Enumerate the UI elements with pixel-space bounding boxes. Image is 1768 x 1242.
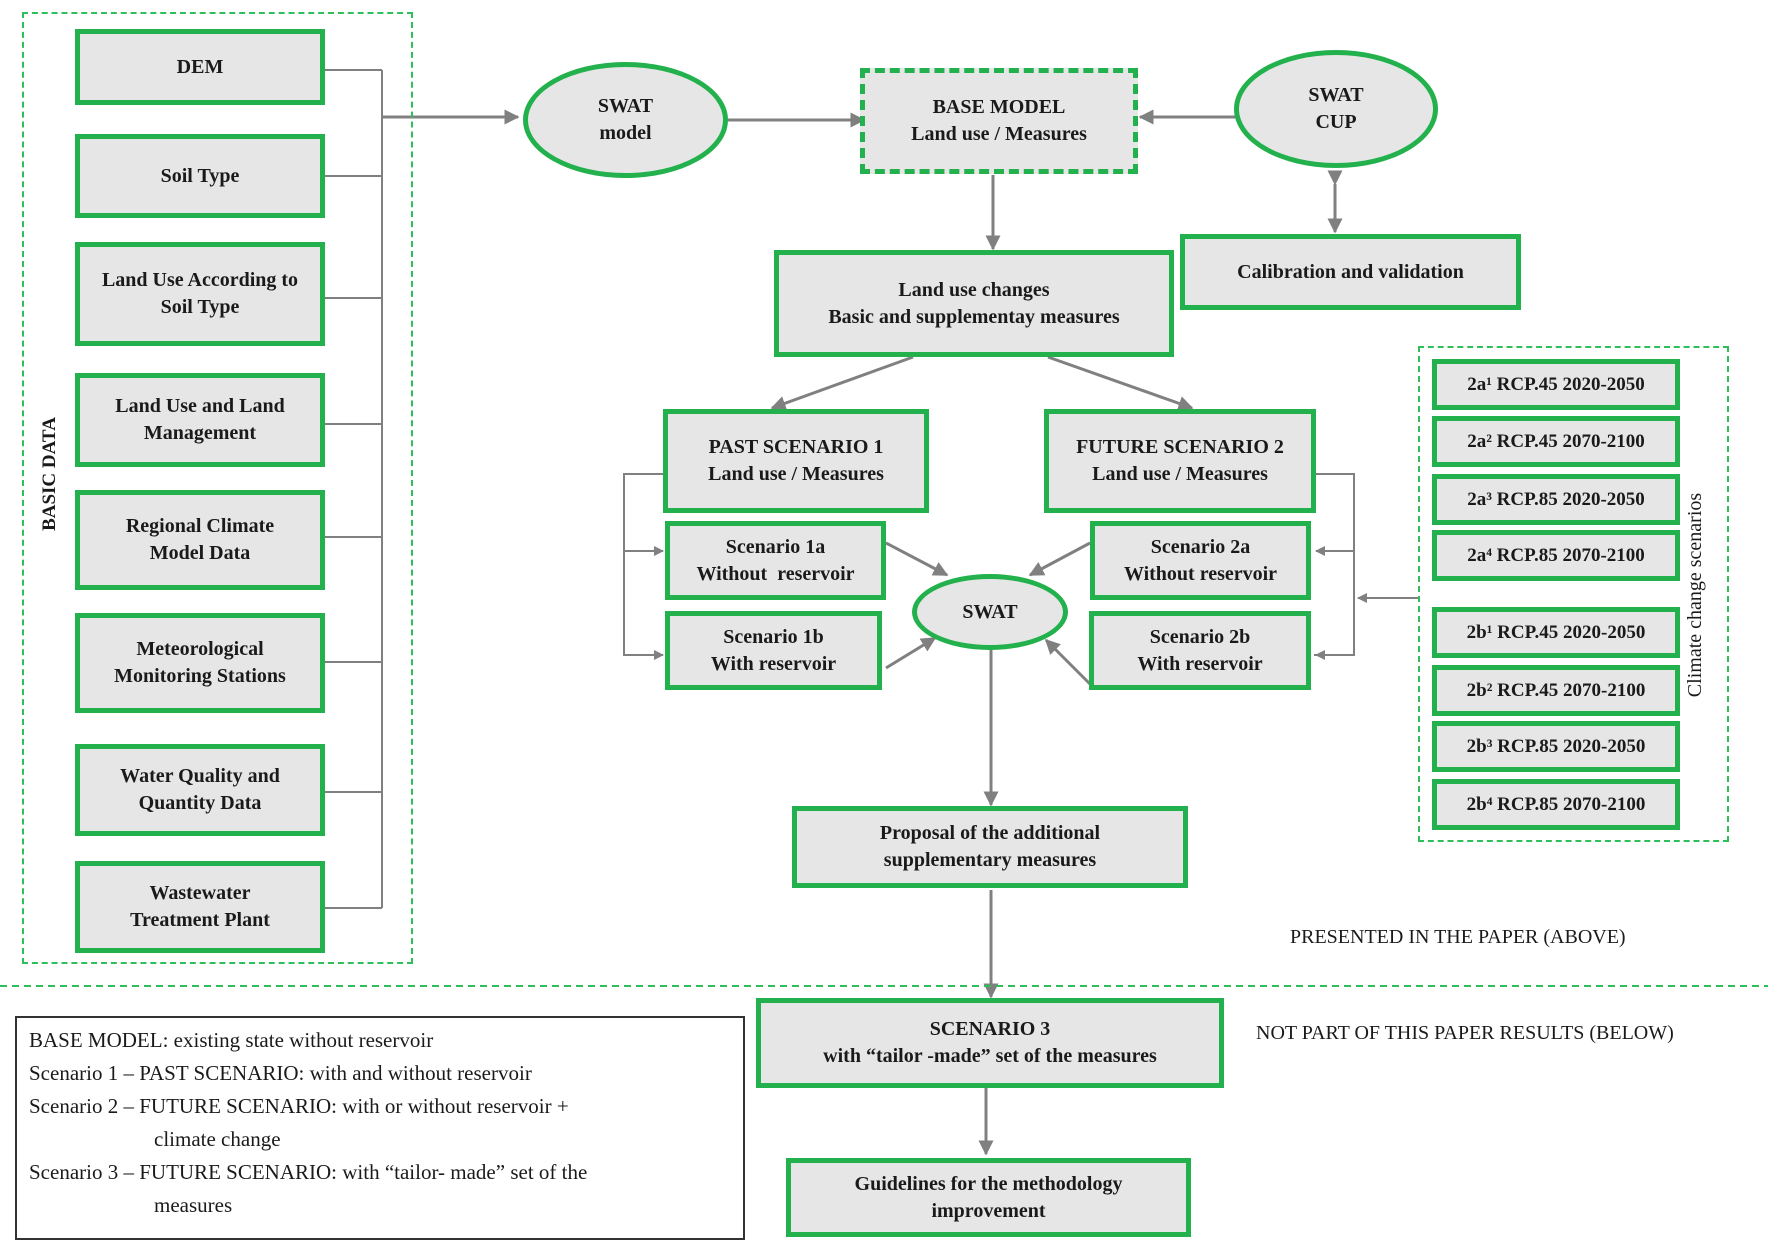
basic-data-item-regional-climate: Regional Climate Model Data — [75, 490, 325, 590]
base-model-node: BASE MODEL Land use / Measures — [860, 68, 1138, 174]
climate-item: 2a² RCP.45 2070-2100 — [1432, 416, 1680, 467]
item-label: Land Use and Land Management — [115, 395, 285, 444]
guidelines-line-2: improvement — [931, 1199, 1046, 1222]
basic-data-item-land-use-soil: Land Use According to Soil Type — [75, 242, 325, 346]
legend-box: BASE MODEL: existing state without reser… — [15, 1016, 745, 1240]
climate-item-label: 2b² RCP.45 2070-2100 — [1466, 679, 1646, 701]
proposal-node: Proposal of the additional supplementary… — [792, 806, 1188, 888]
item-label: Soil Type — [160, 164, 240, 187]
calibration-label: Calibration and validation — [1237, 260, 1464, 283]
item-label: Water Quality and Quantity Data — [120, 765, 280, 814]
base-model-title: BASE MODEL — [932, 96, 1066, 118]
basic-data-item-dem: DEM — [75, 29, 325, 105]
basic-data-item-soil-type: Soil Type — [75, 134, 325, 218]
legend-line: measures — [154, 1193, 233, 1217]
scenario-2b-node: Scenario 2b With reservoir — [1089, 611, 1311, 690]
scenario-2b-title: Scenario 2b — [1149, 625, 1251, 648]
past-scenario-title: PAST SCENARIO 1 — [708, 436, 884, 458]
item-label: Land Use According to Soil Type — [101, 269, 299, 318]
scenario-1b-node: Scenario 1b With reservoir — [665, 611, 882, 690]
base-model-subtitle: Land use / Measures — [911, 123, 1087, 145]
proposal-line-1: Proposal of the additional — [879, 822, 1101, 844]
climate-item-label: 2a³ RCP.85 2020-2050 — [1467, 488, 1645, 510]
swat-node: SWAT — [912, 574, 1068, 650]
climate-item-label: 2b⁴ RCP.85 2070-2100 — [1466, 793, 1646, 815]
guidelines-node: Guidelines for the methodology improveme… — [786, 1158, 1191, 1237]
presented-label: PRESENTED IN THE PAPER (ABOVE) — [1290, 926, 1626, 948]
legend-line: BASE MODEL: existing state without reser… — [29, 1028, 434, 1052]
legend-line: Scenario 2 – FUTURE SCENARIO: with or wi… — [29, 1094, 569, 1118]
future-scenario-title: FUTURE SCENARIO 2 — [1076, 436, 1284, 458]
scenario-1a-subtitle: Without reservoir — [696, 562, 855, 585]
land-use-changes-node: Land use changes Basic and supplementay … — [774, 250, 1174, 357]
land-use-changes-title: Land use changes — [898, 278, 1050, 301]
basic-data-item-meteorological: Meteorological Monitoring Stations — [75, 613, 325, 713]
swat-cup-line-2: CUP — [1315, 111, 1357, 133]
climate-item: 2a⁴ RCP.85 2070-2100 — [1432, 530, 1680, 581]
climate-item: 2a¹ RCP.45 2020-2050 — [1432, 359, 1680, 410]
climate-item-label: 2b¹ RCP.45 2020-2050 — [1466, 621, 1646, 643]
climate-scenarios-group — [1418, 346, 1729, 842]
climate-item-label: 2a² RCP.45 2070-2100 — [1467, 430, 1645, 452]
scenario-1b-title: Scenario 1b — [723, 625, 824, 648]
land-use-changes-subtitle: Basic and supplementay measures — [828, 305, 1120, 328]
climate-scenarios-label: Climate change scenarios — [1684, 492, 1706, 698]
past-scenario-subtitle: Land use / Measures — [708, 463, 884, 485]
proposal-line-2: supplementary measures — [883, 849, 1097, 871]
swat-model-line-1: SWAT — [597, 95, 654, 117]
climate-item-label: 2b³ RCP.85 2020-2050 — [1466, 735, 1646, 757]
scenario-1b-subtitle: With reservoir — [710, 652, 837, 675]
legend-line: Scenario 3 – FUTURE SCENARIO: with “tail… — [29, 1160, 588, 1184]
basic-data-item-wastewater: Wastewater Treatment Plant — [75, 861, 325, 953]
swat-cup-line-1: SWAT — [1308, 84, 1364, 106]
item-label: Meteorological Monitoring Stations — [114, 638, 286, 687]
calibration-node: Calibration and validation — [1180, 234, 1521, 310]
basic-data-item-land-management: Land Use and Land Management — [75, 373, 325, 467]
basic-data-group — [22, 12, 413, 964]
swat-model-node: SWAT model — [523, 62, 728, 178]
scenario-2a-subtitle: Without reservoir — [1123, 562, 1278, 585]
legend-line: Scenario 1 – PAST SCENARIO: with and wit… — [29, 1061, 532, 1085]
climate-item-label: 2a⁴ RCP.85 2070-2100 — [1467, 544, 1645, 566]
item-label: Regional Climate Model Data — [125, 515, 275, 564]
scenario-2b-subtitle: With reservoir — [1137, 652, 1263, 675]
swat-cup-node: SWAT CUP — [1234, 50, 1438, 168]
climate-item: 2a³ RCP.85 2020-2050 — [1432, 474, 1680, 525]
item-label: Wastewater Treatment Plant — [130, 882, 270, 931]
scenario-1a-node: Scenario 1a Without reservoir — [665, 521, 886, 600]
scenario-1a-title: Scenario 1a — [725, 535, 826, 558]
item-label: DEM — [176, 55, 224, 78]
future-scenario-node: FUTURE SCENARIO 2 Land use / Measures — [1044, 409, 1316, 513]
climate-item: 2b¹ RCP.45 2020-2050 — [1432, 607, 1680, 658]
scenario-3-subtitle: with “tailor -made” set of the measures — [823, 1045, 1157, 1067]
scenario-3-title: SCENARIO 3 — [929, 1018, 1051, 1040]
legend-line: climate change — [154, 1127, 281, 1151]
basic-data-item-water-quality: Water Quality and Quantity Data — [75, 744, 325, 836]
scenario-3-node: SCENARIO 3 with “tailor -made” set of th… — [756, 998, 1224, 1088]
guidelines-line-1: Guidelines for the methodology — [854, 1172, 1123, 1195]
not-part-label: NOT PART OF THIS PAPER RESULTS (BELOW) — [1256, 1022, 1674, 1044]
past-scenario-node: PAST SCENARIO 1 Land use / Measures — [663, 409, 929, 513]
scenario-2a-title: Scenario 2a — [1150, 535, 1251, 558]
climate-item: 2b⁴ RCP.85 2070-2100 — [1432, 779, 1680, 830]
climate-item: 2b³ RCP.85 2020-2050 — [1432, 721, 1680, 772]
swat-label: SWAT — [962, 600, 1018, 623]
basic-data-label: BASIC DATA — [39, 417, 60, 531]
swat-model-line-2: model — [599, 122, 652, 144]
scenario-2a-node: Scenario 2a Without reservoir — [1090, 521, 1311, 600]
future-scenario-subtitle: Land use / Measures — [1092, 463, 1268, 485]
climate-item: 2b² RCP.45 2070-2100 — [1432, 665, 1680, 716]
climate-item-label: 2a¹ RCP.45 2020-2050 — [1467, 373, 1645, 395]
